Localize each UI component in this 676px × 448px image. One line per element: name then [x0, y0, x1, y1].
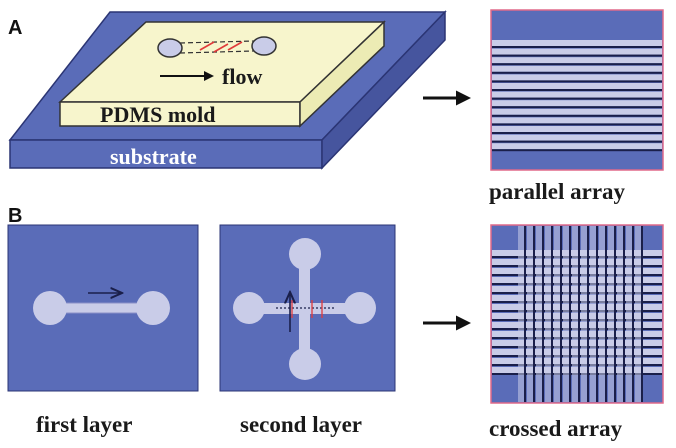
crossed-array-v-stripe [545, 226, 551, 402]
parallel-array-line [492, 54, 662, 57]
crossed-array-v-line [605, 226, 607, 402]
crossed-array-v-line [614, 226, 616, 402]
crossed-array-v-line [533, 226, 535, 402]
crossed-array-v-line [524, 226, 526, 402]
crossed-array-v-stripe [581, 226, 587, 402]
crossed-array-v-stripe [563, 226, 569, 402]
parallel-array-stripe [492, 48, 662, 55]
parallel-array-lines [492, 40, 662, 152]
crossed-array-v-stripe [572, 226, 578, 402]
second-layer-reservoir-left [233, 292, 265, 324]
crossed-array-vertical-lines [518, 226, 643, 402]
crossed-array-v-line [596, 226, 598, 402]
nanowire [227, 41, 243, 51]
inlet-reservoir [157, 38, 183, 58]
parallel-array-stripe [492, 117, 662, 124]
crossed-array-v-line [551, 226, 553, 402]
crossed-array-caption: crossed array [489, 416, 623, 441]
crossed-array-v-line [623, 226, 625, 402]
parallel-array-line [492, 46, 662, 48]
flow-label: flow [222, 64, 262, 89]
parallel-array-stripe [492, 100, 662, 107]
second-layer-wires [276, 300, 334, 318]
parallel-array-stripe [492, 57, 662, 64]
parallel-array-line [492, 140, 662, 143]
parallel-array-stripe [492, 74, 662, 81]
crossed-array-v-line [641, 226, 643, 402]
parallel-array-line [492, 71, 662, 74]
crossed-array-v-line [578, 226, 580, 402]
parallel-array-stripe [492, 108, 662, 115]
crossed-array-v-line [632, 226, 634, 402]
crossed-array-v-stripe [590, 226, 596, 402]
pdms-mold-label: PDMS mold [100, 102, 216, 127]
parallel-array-stripe [492, 91, 662, 98]
crossed-array-v-stripe [527, 226, 533, 402]
second-layer-reservoir-top [289, 238, 321, 270]
crossed-array-v-line [587, 226, 589, 402]
crossed-array-v-line [542, 226, 544, 402]
crossed-array-v-stripe [518, 226, 524, 402]
parallel-array-line [492, 106, 662, 109]
substrate-side [321, 10, 446, 170]
crossed-array-v-stripe [608, 226, 614, 402]
nanowire [213, 43, 229, 53]
crossed-array-v-stripe [536, 226, 542, 402]
parallel-array-line [492, 89, 662, 91]
pdms-mold-side [299, 20, 385, 128]
parallel-array-line [492, 149, 662, 152]
parallel-array-line [492, 97, 662, 100]
channel-edge-bottom [179, 50, 255, 54]
second-layer-vertical-channel [299, 252, 310, 370]
crossed-array [490, 224, 664, 404]
second-layer-caption: second layer [240, 412, 362, 437]
parallel-array-stripe [492, 126, 662, 132]
crossed-array-v-stripe [599, 226, 605, 402]
nanowire [199, 41, 215, 51]
second-layer-reservoir-bottom [289, 348, 321, 380]
panel-a-letter: A [8, 17, 22, 39]
crossed-array-v-line [560, 226, 562, 402]
mold-channel: flow [157, 36, 277, 89]
second-layer-reservoir-right [344, 292, 376, 324]
first-layer-reservoir-right [136, 291, 170, 325]
parallel-array-line [492, 114, 662, 117]
parallel-array-line [492, 123, 662, 126]
crossed-array-v-stripe [626, 226, 632, 402]
parallel-array-stripe [492, 143, 662, 150]
parallel-array-line [492, 80, 662, 83]
parallel-array-caption: parallel array [489, 179, 626, 204]
first-layer-caption: first layer [36, 412, 132, 437]
substrate-label: substrate [110, 144, 197, 169]
parallel-array [490, 9, 664, 171]
parallel-array-stripe [492, 40, 662, 46]
outlet-reservoir [251, 36, 277, 56]
crossed-array-v-stripe [617, 226, 623, 402]
first-layer-reservoir-left [33, 291, 67, 325]
parallel-array-stripe [492, 65, 662, 72]
second-layer-panel [219, 224, 396, 392]
parallel-array-stripe [492, 134, 662, 141]
parallel-array-stripe [492, 83, 662, 89]
pdms-mold: PDMS mold [58, 20, 386, 128]
crossed-array-v-line [569, 226, 571, 402]
panel-b-letter: B [8, 205, 22, 227]
parallel-array-line [492, 132, 662, 134]
parallel-array-line [492, 63, 662, 66]
crossed-array-v-stripe [635, 226, 641, 402]
first-layer-panel [7, 224, 199, 392]
crossed-array-v-stripe [554, 226, 560, 402]
channel-edge-top [179, 40, 255, 44]
